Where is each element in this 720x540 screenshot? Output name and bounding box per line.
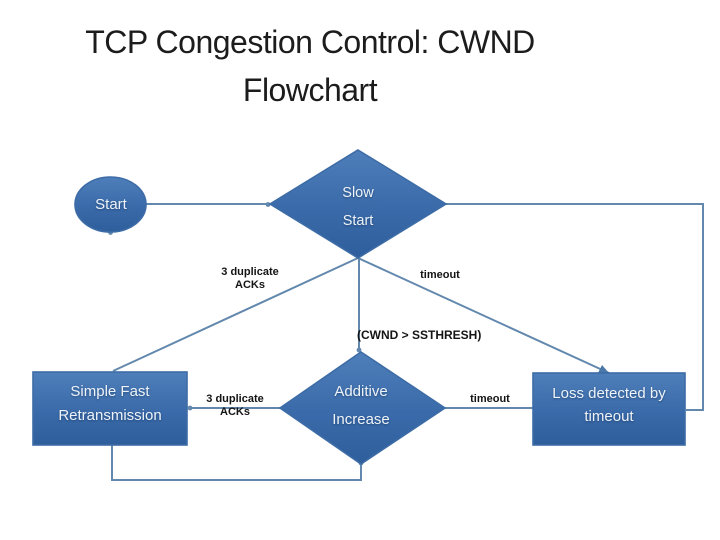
connector-slow-start-to-loss bbox=[357, 257, 610, 374]
node-slow-start-label-line-2: Start bbox=[342, 213, 374, 229]
edge-label-timeout-top: timeout bbox=[420, 269, 460, 281]
edge-label-cwnd-ssthresh: (CWND > SSTHRESH) bbox=[357, 328, 482, 342]
node-simple-fast-retransmission-label-line-2: Retransmission bbox=[58, 407, 162, 424]
node-loss-detected-by-timeout-label-line-1: Loss detected by bbox=[552, 385, 666, 402]
node-loss-detected-by-timeout-label-line-2: timeout bbox=[584, 408, 634, 425]
node-additive-increase-label-line-1: Additive bbox=[334, 383, 388, 400]
edge-label-3-duplicate-acks-top-line-1: 3 duplicate bbox=[221, 266, 279, 278]
node-start-label: Start bbox=[75, 177, 147, 233]
edge-label-3-duplicate-acks-bottom-line-1: 3 duplicate bbox=[206, 393, 264, 405]
edge-label-timeout-bottom: timeout bbox=[470, 393, 510, 405]
node-additive-increase-label: Additive Increase bbox=[301, 378, 421, 434]
edge-label-3-duplicate-acks-top-line-2: ACKs bbox=[235, 279, 265, 291]
node-start-label-text: Start bbox=[95, 196, 127, 213]
node-slow-start-label-line-1: Slow bbox=[342, 185, 374, 201]
node-simple-fast-retransmission-shape bbox=[32, 371, 188, 446]
connector-lines bbox=[111, 203, 704, 481]
node-start-shape bbox=[74, 176, 147, 233]
connector-loss-loop-to-slow-start bbox=[446, 203, 704, 411]
node-loss-detected-by-timeout-label: Loss detected by timeout bbox=[533, 382, 685, 428]
slide-title: TCP Congestion Control: CWND Flowchart bbox=[0, 18, 620, 114]
edge-label-3-duplicate-acks-bottom: 3 duplicate ACKs bbox=[185, 393, 285, 419]
arrowhead-timeout-to-loss bbox=[598, 365, 609, 373]
node-slow-start-shape bbox=[268, 149, 448, 259]
node-additive-increase-label-line-2: Increase bbox=[332, 411, 390, 428]
node-simple-fast-retransmission-label-line-1: Simple Fast bbox=[70, 383, 150, 400]
node-additive-increase-shape bbox=[278, 351, 447, 465]
edge-label-3-duplicate-acks-bottom-line-2: ACKs bbox=[220, 406, 250, 418]
node-slow-start-label: Slow Start bbox=[298, 179, 418, 235]
connection-dot bbox=[356, 347, 362, 353]
slide-title-line-1: TCP Congestion Control: CWND bbox=[85, 24, 535, 60]
node-simple-fast-retransmission-label: Simple Fast Retransmission bbox=[33, 380, 187, 428]
connector-slow-start-to-simple-fast bbox=[112, 257, 359, 372]
slide-title-line-2: Flowchart bbox=[242, 72, 378, 108]
connection-dot bbox=[265, 202, 271, 207]
connection-dot bbox=[187, 405, 193, 411]
edge-label-3-duplicate-acks-top: 3 duplicate ACKs bbox=[200, 266, 300, 292]
flowchart-nodes bbox=[32, 149, 686, 465]
node-loss-detected-by-timeout-shape bbox=[532, 372, 686, 446]
connector-simple-fast-loop-to-additive bbox=[111, 445, 362, 481]
